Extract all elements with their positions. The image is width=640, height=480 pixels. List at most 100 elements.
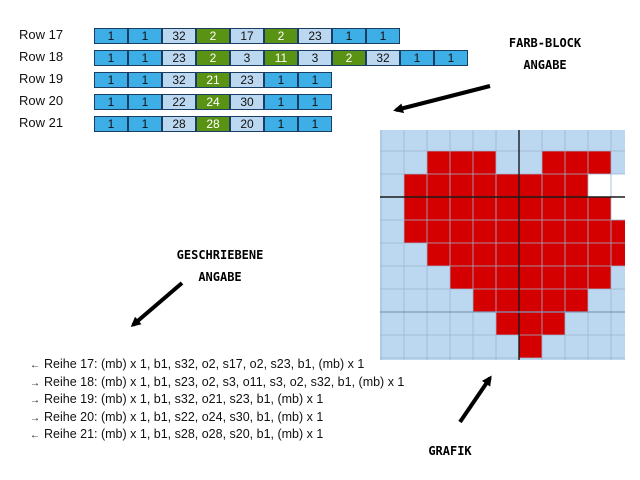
row-label: Row 20 — [19, 93, 64, 108]
block-cell: 1 — [94, 72, 128, 88]
heart-cell — [427, 151, 450, 174]
heart-cell — [473, 197, 496, 220]
arrow-right-icon: → — [30, 377, 40, 389]
heart-cell — [588, 243, 611, 266]
highlight-cell — [611, 174, 625, 197]
instruction-line: → Reihe 18: (mb) x 1, b1, s23, o2, s3, o1… — [30, 375, 404, 389]
heart-cell — [588, 266, 611, 289]
heart-cell — [473, 174, 496, 197]
heart-cell — [542, 243, 565, 266]
block-cell: 2 — [332, 50, 366, 66]
heart-cell — [519, 174, 542, 197]
row-label: Row 17 — [19, 27, 64, 42]
heart-cell — [450, 174, 473, 197]
heart-cell — [404, 220, 427, 243]
heart-cell — [473, 289, 496, 312]
block-cell: 23 — [162, 50, 196, 66]
row-label: Row 18 — [19, 49, 64, 64]
geschriebene-caption: GESCHRIEBENE ANGABE — [155, 244, 285, 288]
block-cell: 28 — [196, 116, 230, 132]
heart-cell — [611, 220, 625, 243]
block-cell: 1 — [264, 116, 298, 132]
heart-cell — [542, 174, 565, 197]
heart-cell — [473, 220, 496, 243]
instruction-line: ← Reihe 21: (mb) x 1, b1, s28, o28, s20, … — [30, 427, 323, 441]
block-cell: 22 — [162, 94, 196, 110]
heart-cell — [427, 197, 450, 220]
geschriebene-caption-line-1: GESCHRIEBENE — [176, 248, 264, 262]
heart-cell — [473, 266, 496, 289]
block-cell: 1 — [434, 50, 468, 66]
heart-cell — [404, 174, 427, 197]
block-cell: 24 — [196, 94, 230, 110]
block-cell: 32 — [366, 50, 400, 66]
block-cell: 21 — [196, 72, 230, 88]
heart-cell — [450, 243, 473, 266]
block-cell: 2 — [264, 28, 298, 44]
instruction-line: →Reihe 19: (mb) x 1, b1, s32, o21, s23, … — [30, 392, 323, 406]
block-cell: 23 — [230, 72, 264, 88]
heart-cell — [450, 151, 473, 174]
geschriebene-caption-line-2: ANGABE — [198, 270, 242, 284]
farb-block-caption-line-2: ANGABE — [523, 58, 567, 72]
heart-cell — [450, 266, 473, 289]
instruction-text: Reihe 20: (mb) x 1, b1, s22, o24, s30, b… — [44, 409, 324, 424]
block-cell: 1 — [400, 50, 434, 66]
block-cell: 2 — [196, 28, 230, 44]
heart-cell — [542, 266, 565, 289]
heart-cell — [496, 312, 519, 335]
instruction-text: Reihe 19: (mb) x 1, b1, s32, o21, s23, b… — [44, 392, 324, 406]
heart-cell — [519, 220, 542, 243]
heart-cell — [496, 266, 519, 289]
grafik-caption: GRAFIK — [428, 444, 472, 458]
heart-cell — [519, 335, 542, 358]
heart-cell — [519, 197, 542, 220]
heart-cell — [519, 243, 542, 266]
heart-cell — [496, 243, 519, 266]
instruction-line: ←Reihe 17: (mb) x 1, b1, s32, o2, s17, o… — [30, 357, 364, 371]
heart-cell — [565, 289, 588, 312]
heart-cell — [565, 220, 588, 243]
heart-cell — [542, 197, 565, 220]
block-cell: 20 — [230, 116, 264, 132]
heart-cell — [496, 220, 519, 243]
instruction-text: Reihe 21: (mb) x 1, b1, s28, o28, s20, b… — [44, 427, 324, 441]
arrow-left-icon: ← — [30, 430, 40, 441]
heart-cell — [450, 220, 473, 243]
block-cell: 1 — [94, 94, 128, 110]
block-cell: 30 — [230, 94, 264, 110]
heart-cell — [542, 289, 565, 312]
row-label: Row 19 — [19, 71, 64, 86]
block-cell: 1 — [128, 50, 162, 66]
block-cell: 1 — [332, 28, 366, 44]
arrow-to-farb-block — [393, 84, 491, 114]
heart-cell — [542, 220, 565, 243]
block-cell: 1 — [366, 28, 400, 44]
block-cell: 1 — [128, 94, 162, 110]
arrow-to-geschriebene — [130, 281, 184, 327]
block-cell: 11 — [264, 50, 298, 66]
block-cell: 1 — [128, 28, 162, 44]
block-cell: 1 — [298, 94, 332, 110]
heart-cell — [519, 312, 542, 335]
block-cell: 1 — [298, 116, 332, 132]
block-cell: 28 — [162, 116, 196, 132]
heart-cell — [611, 243, 625, 266]
heart-cell — [542, 151, 565, 174]
block-cell: 1 — [94, 116, 128, 132]
heart-chart — [380, 130, 625, 360]
block-cell: 23 — [298, 28, 332, 44]
instruction-text: Reihe 17: (mb) x 1, b1, s32, o2, s17, o2… — [44, 357, 365, 371]
instruction-text: Reihe 18: (mb) x 1, b1, s23, o2, s3, o11… — [44, 374, 405, 389]
heart-cell — [496, 197, 519, 220]
block-cell: 1 — [128, 116, 162, 132]
heart-cell — [427, 220, 450, 243]
heart-cell — [588, 220, 611, 243]
block-cell: 2 — [196, 50, 230, 66]
block-cell: 1 — [94, 28, 128, 44]
highlight-cell — [611, 197, 625, 220]
heart-cell — [565, 151, 588, 174]
block-cell: 1 — [94, 50, 128, 66]
heart-cell — [404, 197, 427, 220]
